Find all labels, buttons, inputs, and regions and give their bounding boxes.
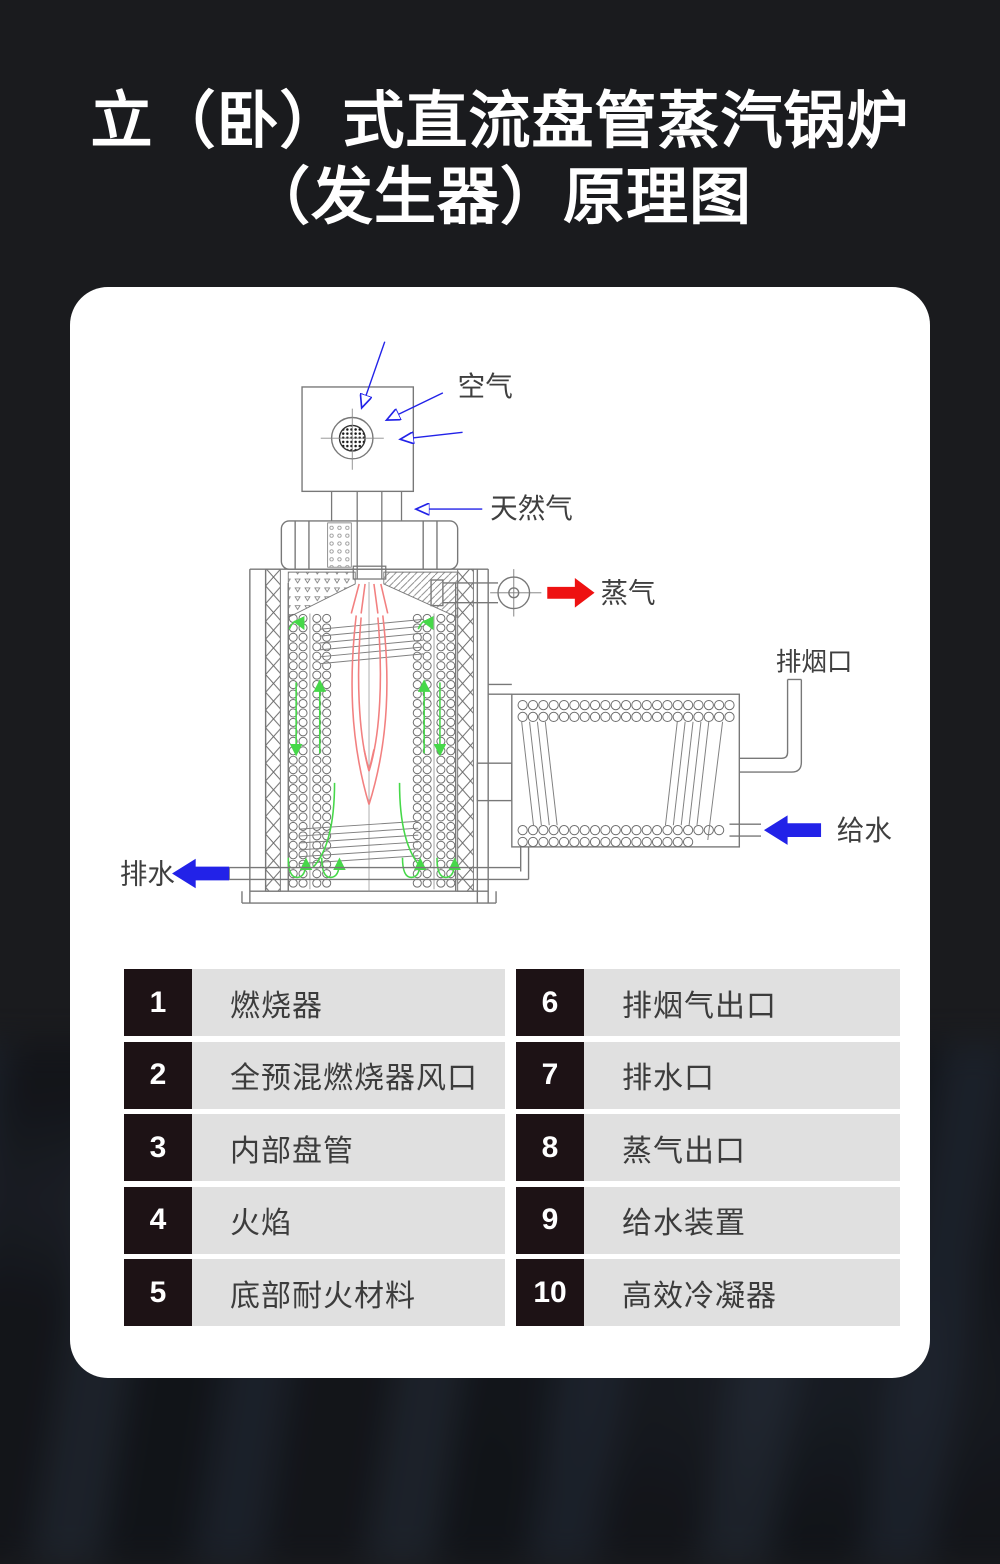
page: { "title": { "line1": "立（卧）式直流盘管蒸汽锅炉", "…: [0, 84, 1000, 1564]
legend-number: 3: [124, 1114, 192, 1181]
page-title-line2: （发生器）原理图: [247, 162, 752, 232]
legend-number: 1: [124, 969, 192, 1036]
legend-label: 排水口: [584, 1041, 900, 1109]
content-card: 空气 天然气: [70, 287, 930, 1378]
vessel-shell: [241, 568, 497, 904]
legend-number: 5: [124, 1259, 192, 1326]
legend-row-2: 2 全预混燃烧器风口: [124, 1041, 505, 1109]
legend-label: 火焰: [192, 1186, 505, 1254]
page-title-line1: 立（卧）式直流盘管蒸汽锅炉: [90, 87, 910, 156]
condenser-coils: [517, 699, 735, 848]
legend-row-1: 1 燃烧器: [124, 969, 505, 1036]
legend-label: 内部盘管: [192, 1114, 505, 1181]
legend-label: 高效冷凝器: [584, 1259, 900, 1326]
legend-column-left: 1 燃烧器 2 全预混燃烧器风口 3 内部盘管 4 火焰 5 底部耐火材料: [124, 969, 505, 1327]
condenser-windings: [521, 721, 724, 841]
burner-flange: [280, 520, 459, 570]
legend-row-3: 3 内部盘管: [124, 1114, 505, 1181]
legend-label: 燃烧器: [192, 969, 505, 1036]
legend-number: 9: [516, 1186, 584, 1254]
label-drain: 排水: [120, 857, 175, 890]
legend-number: 7: [516, 1041, 584, 1109]
flue-connector: [476, 683, 513, 802]
legend-row-5: 5 底部耐火材料: [124, 1259, 505, 1326]
legend-row-8: 8 蒸气出口: [516, 1114, 900, 1181]
coil-crossover-lines: [299, 618, 424, 865]
legend-row-10: 10 高效冷凝器: [516, 1259, 900, 1326]
label-gas: 天然气: [490, 492, 573, 525]
feedwater-arrow: [763, 815, 822, 845]
legend-row-9: 9 给水装置: [516, 1186, 900, 1254]
burner-box: [301, 386, 415, 493]
legend-label: 排烟气出口: [584, 969, 900, 1036]
legend-number: 6: [516, 969, 584, 1036]
air-arrows: [362, 341, 463, 440]
legend-label: 底部耐火材料: [192, 1259, 505, 1326]
legend-label: 给水装置: [584, 1186, 900, 1254]
legend-number: 4: [124, 1186, 192, 1254]
legend-row-4: 4 火焰: [124, 1186, 505, 1254]
legend-row-7: 7 排水口: [516, 1041, 900, 1109]
steam-arrow: [547, 578, 595, 608]
legend-label: 全预混燃烧器风口: [192, 1041, 505, 1109]
label-flue: 排烟口: [776, 648, 853, 678]
flame: [350, 583, 389, 805]
drain-arrow: [172, 858, 230, 889]
legend-row-6: 6 排烟气出口: [516, 969, 900, 1036]
boiler-principle-diagram: 空气 天然气: [120, 341, 892, 904]
refractory-left: [287, 571, 356, 619]
legend-number: 2: [124, 1041, 192, 1109]
legend-column-right: 6 排烟气出口 7 排水口 8 蒸气出口 9 给水装置 10 高效冷凝器: [516, 969, 900, 1327]
legend-number: 8: [516, 1114, 584, 1181]
label-steam: 蒸气: [600, 577, 655, 610]
refractory-right: [383, 571, 459, 619]
legend-number: 10: [516, 1259, 584, 1326]
steam-outlet: [430, 569, 542, 617]
label-feedwater: 给水: [837, 814, 892, 847]
label-air: 空气: [458, 370, 513, 403]
legend-table: 1 燃烧器 2 全预混燃烧器风口 3 内部盘管 4 火焰 5 底部耐火材料 6: [124, 969, 900, 1327]
flue-pipe: [739, 678, 803, 773]
page-title: 立（卧）式直流盘管蒸汽锅炉 （发生器）原理图: [0, 84, 1000, 235]
internal-coils: [288, 613, 456, 888]
legend-label: 蒸气出口: [584, 1114, 900, 1181]
